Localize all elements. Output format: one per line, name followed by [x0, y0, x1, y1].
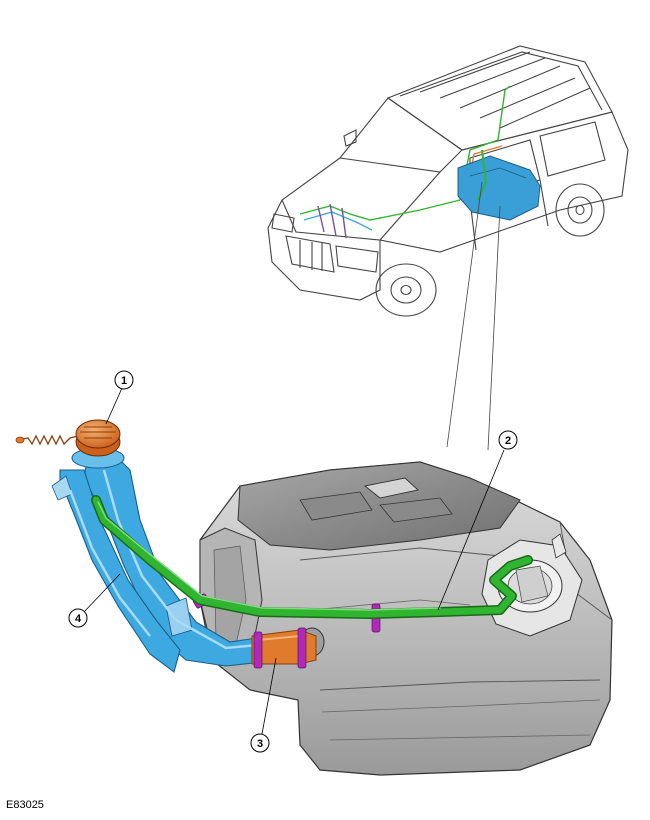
callout-2: 2: [498, 430, 518, 450]
vehicle-illustration: [267, 45, 629, 317]
vehicle-fuel-tank: [457, 149, 541, 221]
callout-4-label: 4: [75, 613, 82, 625]
callout-1-label: 1: [121, 375, 127, 387]
callout-4: 4: [68, 608, 88, 628]
callout-3: 3: [250, 733, 270, 753]
fuel-tank: [199, 461, 613, 776]
figure-id: E83025: [6, 799, 44, 811]
fuel-cap: [15, 419, 121, 457]
vent-hose: [91, 495, 533, 619]
callout-leaders: [83, 387, 505, 735]
callout-2-label: 2: [505, 435, 511, 447]
projection-lines: [446, 181, 501, 451]
callout-3-label: 3: [257, 738, 263, 750]
callout-1: 1: [114, 370, 134, 390]
